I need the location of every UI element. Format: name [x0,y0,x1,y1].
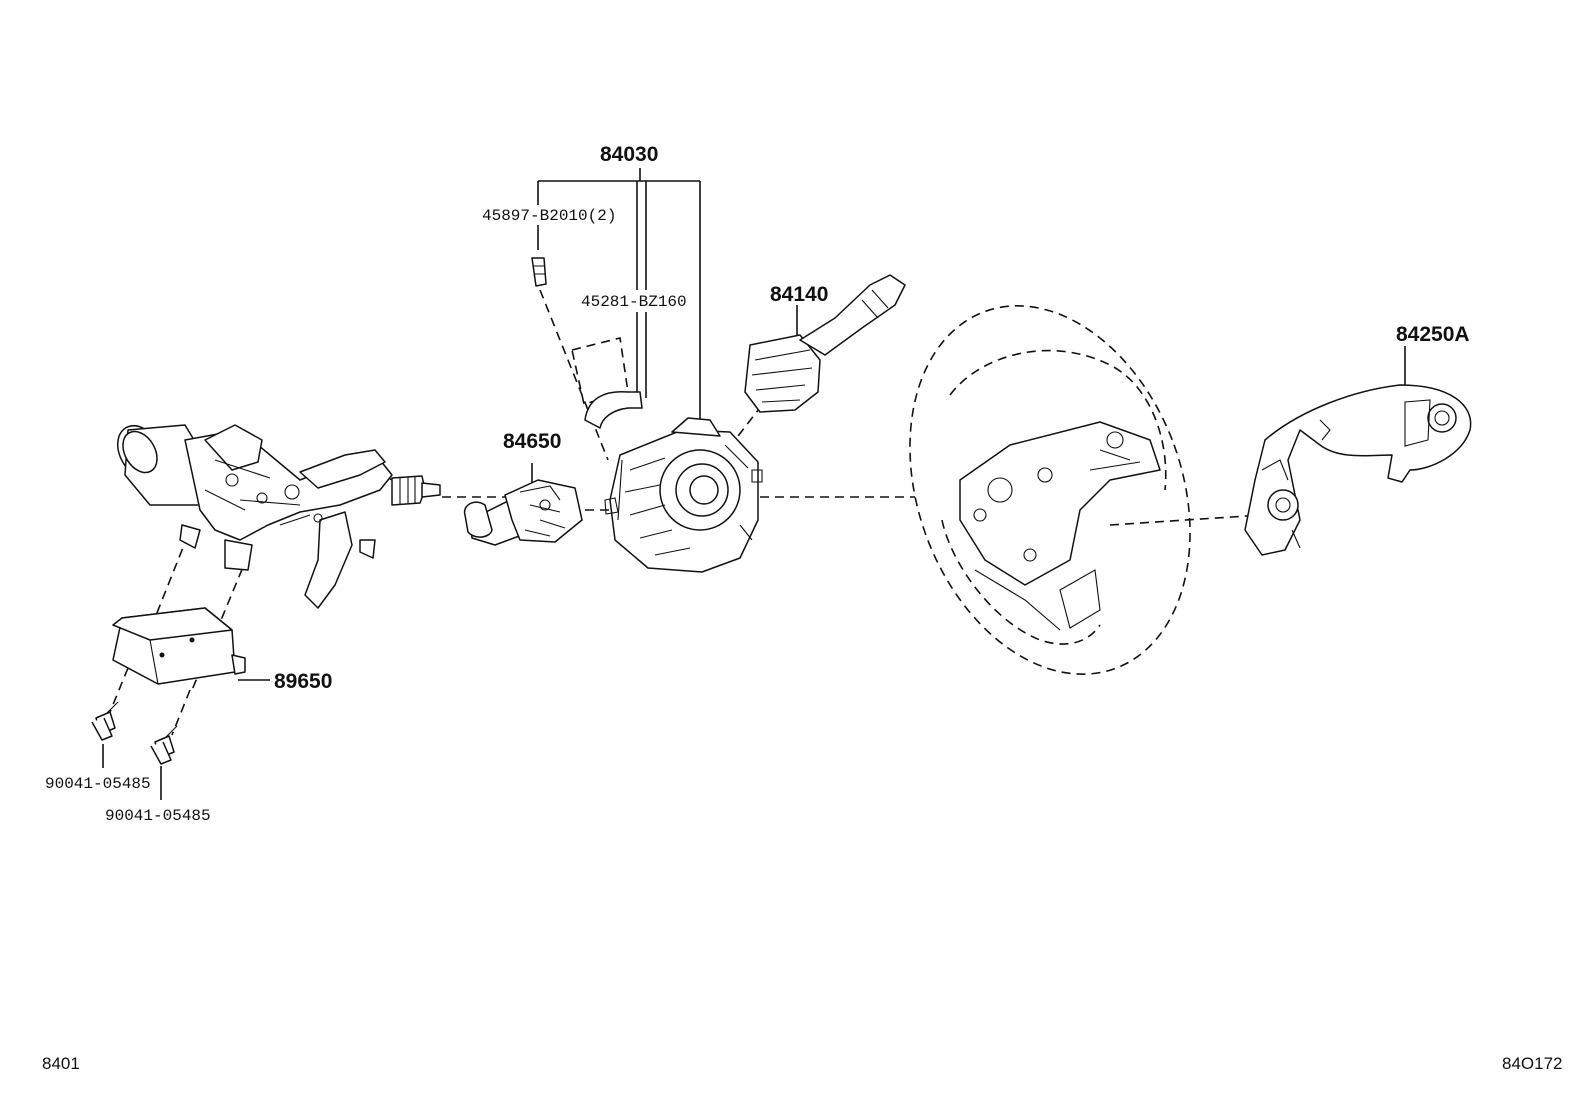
label-45897: 45897-B2010(2) [482,207,616,225]
corner-label-left: 8401 [42,1054,80,1073]
label-bolt-2: 90041-05485 [105,807,211,825]
label-84030: 84030 [600,143,658,166]
label-84140: 84140 [770,283,828,306]
bolt-left [91,701,119,741]
steering-column-assembly [116,424,441,609]
switch-84650 [463,479,583,546]
bolt-right [150,725,178,765]
steering-wheel [909,305,1191,675]
spiral-cable-84030 [604,417,763,573]
corner-label-right: 84O172 [1502,1054,1563,1073]
switch-84140 [744,274,906,413]
label-45281: 45281-BZ160 [581,293,687,311]
bracket-45281 [571,337,643,429]
label-bolt-1: 90041-05485 [45,775,151,793]
clip-45897 [531,257,547,287]
label-89650: 89650 [274,670,332,693]
label-84250a: 84250A [1396,323,1470,346]
control-module-89650 [112,607,246,685]
switch-84250a [1244,384,1472,556]
corner-labels: 8401 84O172 [42,1054,1563,1073]
part-labels: 84030 45897-B2010(2) 45281-BZ160 84140 8… [45,143,1470,825]
label-84650: 84650 [503,430,561,453]
